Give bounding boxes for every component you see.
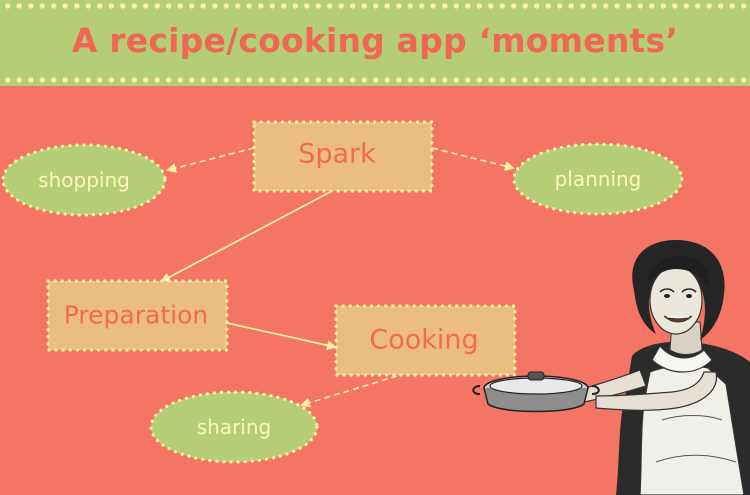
node-label-shopping: shopping <box>38 168 130 192</box>
node-label-sharing: sharing <box>197 415 272 439</box>
dotted-border-top <box>0 2 750 10</box>
arrow-cooking-to-sharing <box>300 375 398 408</box>
node-shopping: shopping <box>1 143 167 217</box>
node-label-preparation: Preparation <box>64 301 208 330</box>
node-planning: planning <box>512 142 684 216</box>
retro-housewife-illustration <box>472 240 750 495</box>
node-label-planning: planning <box>555 167 642 191</box>
header-banner: A recipe/cooking app ‘moments’ <box>0 0 750 86</box>
arrow-spark-to-planning <box>431 147 515 171</box>
arrow-preparation-to-cooking <box>226 322 337 351</box>
node-label-spark: Spark <box>298 139 376 170</box>
arrow-spark-to-preparation <box>160 190 333 282</box>
page-title: A recipe/cooking app ‘moments’ <box>71 21 679 60</box>
node-label-cooking: Cooking <box>369 325 478 356</box>
node-spark: Spark <box>252 120 434 193</box>
node-cooking: Cooking <box>334 304 517 377</box>
arrow-spark-to-shopping <box>166 147 255 173</box>
dotted-border-bottom <box>0 76 750 84</box>
node-sharing: sharing <box>149 390 319 464</box>
node-preparation: Preparation <box>46 279 229 352</box>
